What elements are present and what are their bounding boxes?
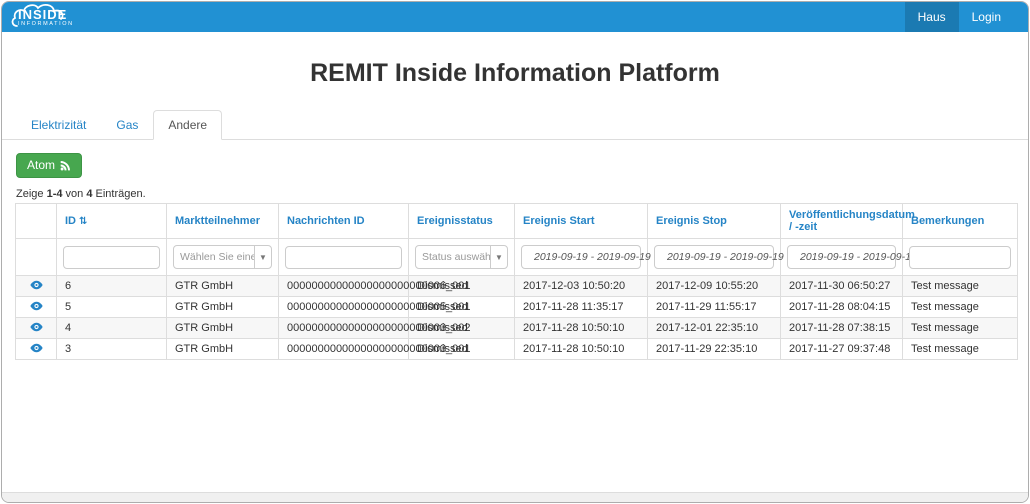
filter-status-select[interactable]: Status auswählen ... ▼ (415, 245, 508, 269)
cell-start: 2017-11-28 10:50:10 (514, 317, 648, 339)
view-details-button[interactable] (15, 275, 57, 297)
cell-remark: Test message (902, 338, 1018, 360)
filter-message-id-input[interactable] (285, 245, 402, 269)
atom-button-label: Atom (27, 158, 56, 172)
logo-text-information: INFORMATION (18, 21, 74, 27)
cell-nachrichten-id: 00000000000000000000000005_001 (278, 296, 471, 318)
tab-bar: Elektrizität Gas Andere (2, 110, 1028, 140)
cell-id: 5 (56, 296, 167, 318)
navbar-links: Haus Login (904, 2, 1014, 32)
cell-start: 2017-11-28 11:35:17 (514, 296, 648, 318)
cell-nachrichten-id: 00000000000000000000000003_001 (278, 338, 471, 360)
column-header-ereignis-start[interactable]: Ereignis Start (514, 203, 648, 239)
column-header-ereignisstatus[interactable]: Ereignisstatus (408, 203, 515, 239)
info-total: 4 (86, 188, 93, 200)
cell-status: Dismissed (408, 296, 515, 318)
cell-stop: 2017-11-29 11:55:17 (647, 296, 781, 318)
filter-id-input[interactable] (63, 245, 160, 269)
column-header-id[interactable]: ID⇅ (56, 203, 167, 239)
table-header-row: ID⇅ Marktteilnehmer Nachrichten ID Ereig… (15, 203, 1018, 239)
nav-item-home[interactable]: Haus (904, 2, 959, 32)
cell-published: 2017-11-27 09:37:48 (780, 338, 903, 360)
nav-item-login[interactable]: Login (971, 10, 1001, 24)
view-details-button[interactable] (15, 338, 57, 360)
eye-icon (29, 280, 43, 289)
filter-status-placeholder: Status auswählen ... (422, 251, 490, 263)
top-navbar: INSIDE INFORMATION Haus Login (2, 2, 1028, 32)
atom-feed-button[interactable]: Atom (16, 153, 83, 178)
sort-icon: ⇅ (79, 216, 88, 227)
cell-nachrichten-id: 00000000000000000000000003_002 (278, 317, 471, 339)
eye-icon (29, 301, 43, 310)
column-header-marktteilnehmer[interactable]: Marktteilnehmer (166, 203, 279, 239)
cell-published: 2017-11-30 06:50:27 (780, 275, 903, 297)
column-header-view (15, 203, 57, 239)
page-title: REMIT Inside Information Platform (310, 59, 720, 87)
cell-id: 4 (56, 317, 167, 339)
cell-id: 6 (56, 275, 167, 297)
cloud-logo-icon (11, 4, 64, 27)
cell-nachrichten-id: 00000000000000000000000006_001 (278, 275, 471, 297)
column-header-bemerkungen[interactable]: Bemerkungen (902, 203, 1018, 239)
filter-empty-cell (15, 238, 57, 276)
column-header-veroeffentlichungsdatum[interactable]: Veröffentlichungsdatum / -zeit (780, 203, 915, 239)
chevron-down-icon: ▼ (254, 246, 271, 268)
tab-gas[interactable]: Gas (116, 118, 139, 132)
table-row: 5 GTR GmbH 00000000000000000000000005_00… (15, 296, 1018, 318)
tab-elektrizitaet[interactable]: Elektrizität (31, 118, 87, 132)
filter-remarks-input[interactable] (909, 245, 1011, 269)
cell-stop: 2017-12-09 10:55:20 (647, 275, 781, 297)
cell-status: Dismissed (408, 317, 515, 339)
filter-event-stop-daterange[interactable]: 2019-09-19 - 2019-09-19 ▼ (654, 245, 797, 269)
cell-id: 3 (56, 338, 167, 360)
filter-publication-daterange[interactable]: 2019-09-19 - 2019-09-19 ▼ (787, 245, 930, 269)
logo[interactable]: INSIDE INFORMATION (2, 2, 84, 32)
column-header-nachrichten-id[interactable]: Nachrichten ID (278, 203, 409, 239)
cell-stop: 2017-11-29 22:35:10 (647, 338, 781, 360)
table-row: 3 GTR GmbH 00000000000000000000000003_00… (15, 338, 1018, 360)
table-row: 4 GTR GmbH 00000000000000000000000003_00… (15, 317, 1018, 339)
chevron-down-icon: ▼ (490, 246, 507, 268)
main-content: REMIT Inside Information Platform Elektr… (2, 32, 1028, 492)
cell-status: Dismissed (408, 338, 515, 360)
cell-published: 2017-11-28 08:04:15 (780, 296, 903, 318)
cell-remark: Test message (902, 275, 1018, 297)
date-range-value: 2019-09-19 - 2019-09-19 (534, 251, 651, 263)
date-range-value: 2019-09-19 - 2019-09-19 (667, 251, 784, 263)
cell-start: 2017-11-28 10:50:10 (514, 338, 648, 360)
filter-event-start-daterange[interactable]: 2019-09-19 - 2019-09-19 ▼ (521, 245, 664, 269)
info-range: 1-4 (46, 188, 63, 200)
filter-mp-select[interactable]: Wählen Sie eine MP ... ▼ (173, 245, 272, 269)
cell-remark: Test message (902, 296, 1018, 318)
eye-icon (29, 343, 43, 352)
table-filter-row: Wählen Sie eine MP ... ▼ Status auswähle… (15, 238, 1018, 276)
table-info-text: Zeige 1-4 von 4 Einträgen. (16, 188, 146, 200)
rss-icon (60, 160, 70, 170)
tab-andere[interactable]: Andere (153, 110, 223, 140)
view-details-button[interactable] (15, 296, 57, 318)
logo-text-inside: INSIDE (18, 7, 68, 22)
column-header-ereignis-stop[interactable]: Ereignis Stop (647, 203, 781, 239)
cell-marktteilnehmer: GTR GmbH (166, 317, 279, 339)
cell-start: 2017-12-03 10:50:20 (514, 275, 648, 297)
inside-information-table: ID⇅ Marktteilnehmer Nachrichten ID Ereig… (15, 203, 1018, 360)
view-details-button[interactable] (15, 317, 57, 339)
table-row: 6 GTR GmbH 00000000000000000000000006_00… (15, 275, 1018, 297)
cell-published: 2017-11-28 07:38:15 (780, 317, 903, 339)
cell-stop: 2017-12-01 22:35:10 (647, 317, 781, 339)
filter-mp-placeholder: Wählen Sie eine MP ... (180, 251, 254, 263)
cell-marktteilnehmer: GTR GmbH (166, 275, 279, 297)
page-footer (2, 492, 1028, 502)
eye-icon (29, 322, 43, 331)
cell-marktteilnehmer: GTR GmbH (166, 296, 279, 318)
cell-marktteilnehmer: GTR GmbH (166, 338, 279, 360)
date-range-value: 2019-09-19 - 2019-09-19 (800, 251, 917, 263)
cell-status: Dismissed (408, 275, 515, 297)
cell-remark: Test message (902, 317, 1018, 339)
